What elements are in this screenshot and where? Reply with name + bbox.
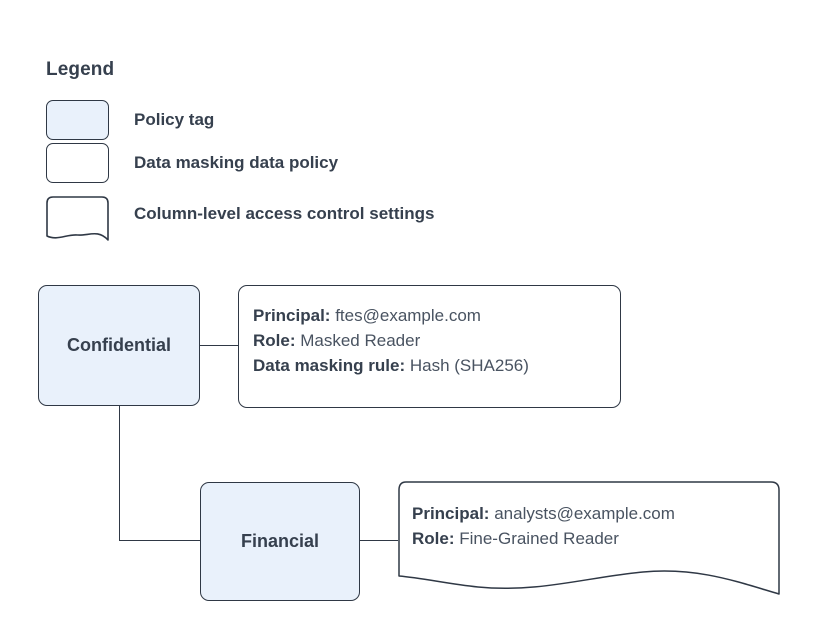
edge-financial-to-access-settings — [360, 540, 398, 542]
card-data-masking-policy[interactable]: Principal: ftes@example.com Role: Masked… — [238, 285, 621, 408]
card-line-value: Hash (SHA256) — [409, 356, 529, 375]
card-line-label: Principal: — [253, 306, 331, 325]
edge-confidential-to-financial-horizontal — [119, 539, 200, 541]
card-text: Principal: analysts@example.com Role: Fi… — [412, 501, 770, 551]
card-line-label: Principal: — [412, 504, 490, 523]
card-line-principal: Principal: ftes@example.com — [253, 303, 610, 328]
legend-item-label: Column-level access control settings — [134, 204, 435, 223]
policy-tag-swatch-icon — [46, 100, 109, 140]
wavy-card-swatch-icon — [46, 196, 109, 241]
card-text: Principal: ftes@example.com Role: Masked… — [253, 303, 610, 378]
card-line-value: Masked Reader — [300, 331, 421, 350]
card-line-role: Role: Fine-Grained Reader — [412, 526, 770, 551]
legend-title: Legend — [46, 59, 115, 80]
node-financial[interactable]: Financial — [200, 482, 360, 601]
card-line-label: Data masking rule: — [253, 356, 406, 375]
card-column-access-settings[interactable]: Principal: analysts@example.com Role: Fi… — [398, 481, 780, 596]
wavy-card-shape — [398, 481, 780, 595]
legend-item-label: Policy tag — [134, 110, 215, 129]
node-confidential[interactable]: Confidential — [38, 285, 200, 406]
node-label: Financial — [240, 531, 320, 551]
legend-item-label: Data masking data policy — [134, 153, 339, 172]
card-line-role: Role: Masked Reader — [253, 328, 610, 353]
card-line-label: Role: — [412, 529, 455, 548]
card-line-value: analysts@example.com — [494, 504, 675, 523]
data-masking-policy-swatch-icon — [46, 143, 109, 183]
edge-confidential-to-masking-policy — [200, 345, 238, 347]
card-line-value: ftes@example.com — [335, 306, 481, 325]
card-line-value: Fine-Grained Reader — [459, 529, 619, 548]
card-line-label: Role: — [253, 331, 296, 350]
card-line-masking-rule: Data masking rule: Hash (SHA256) — [253, 353, 610, 378]
node-label: Confidential — [67, 335, 171, 355]
card-line-principal: Principal: analysts@example.com — [412, 501, 770, 526]
edge-confidential-to-financial-vertical — [119, 406, 121, 541]
